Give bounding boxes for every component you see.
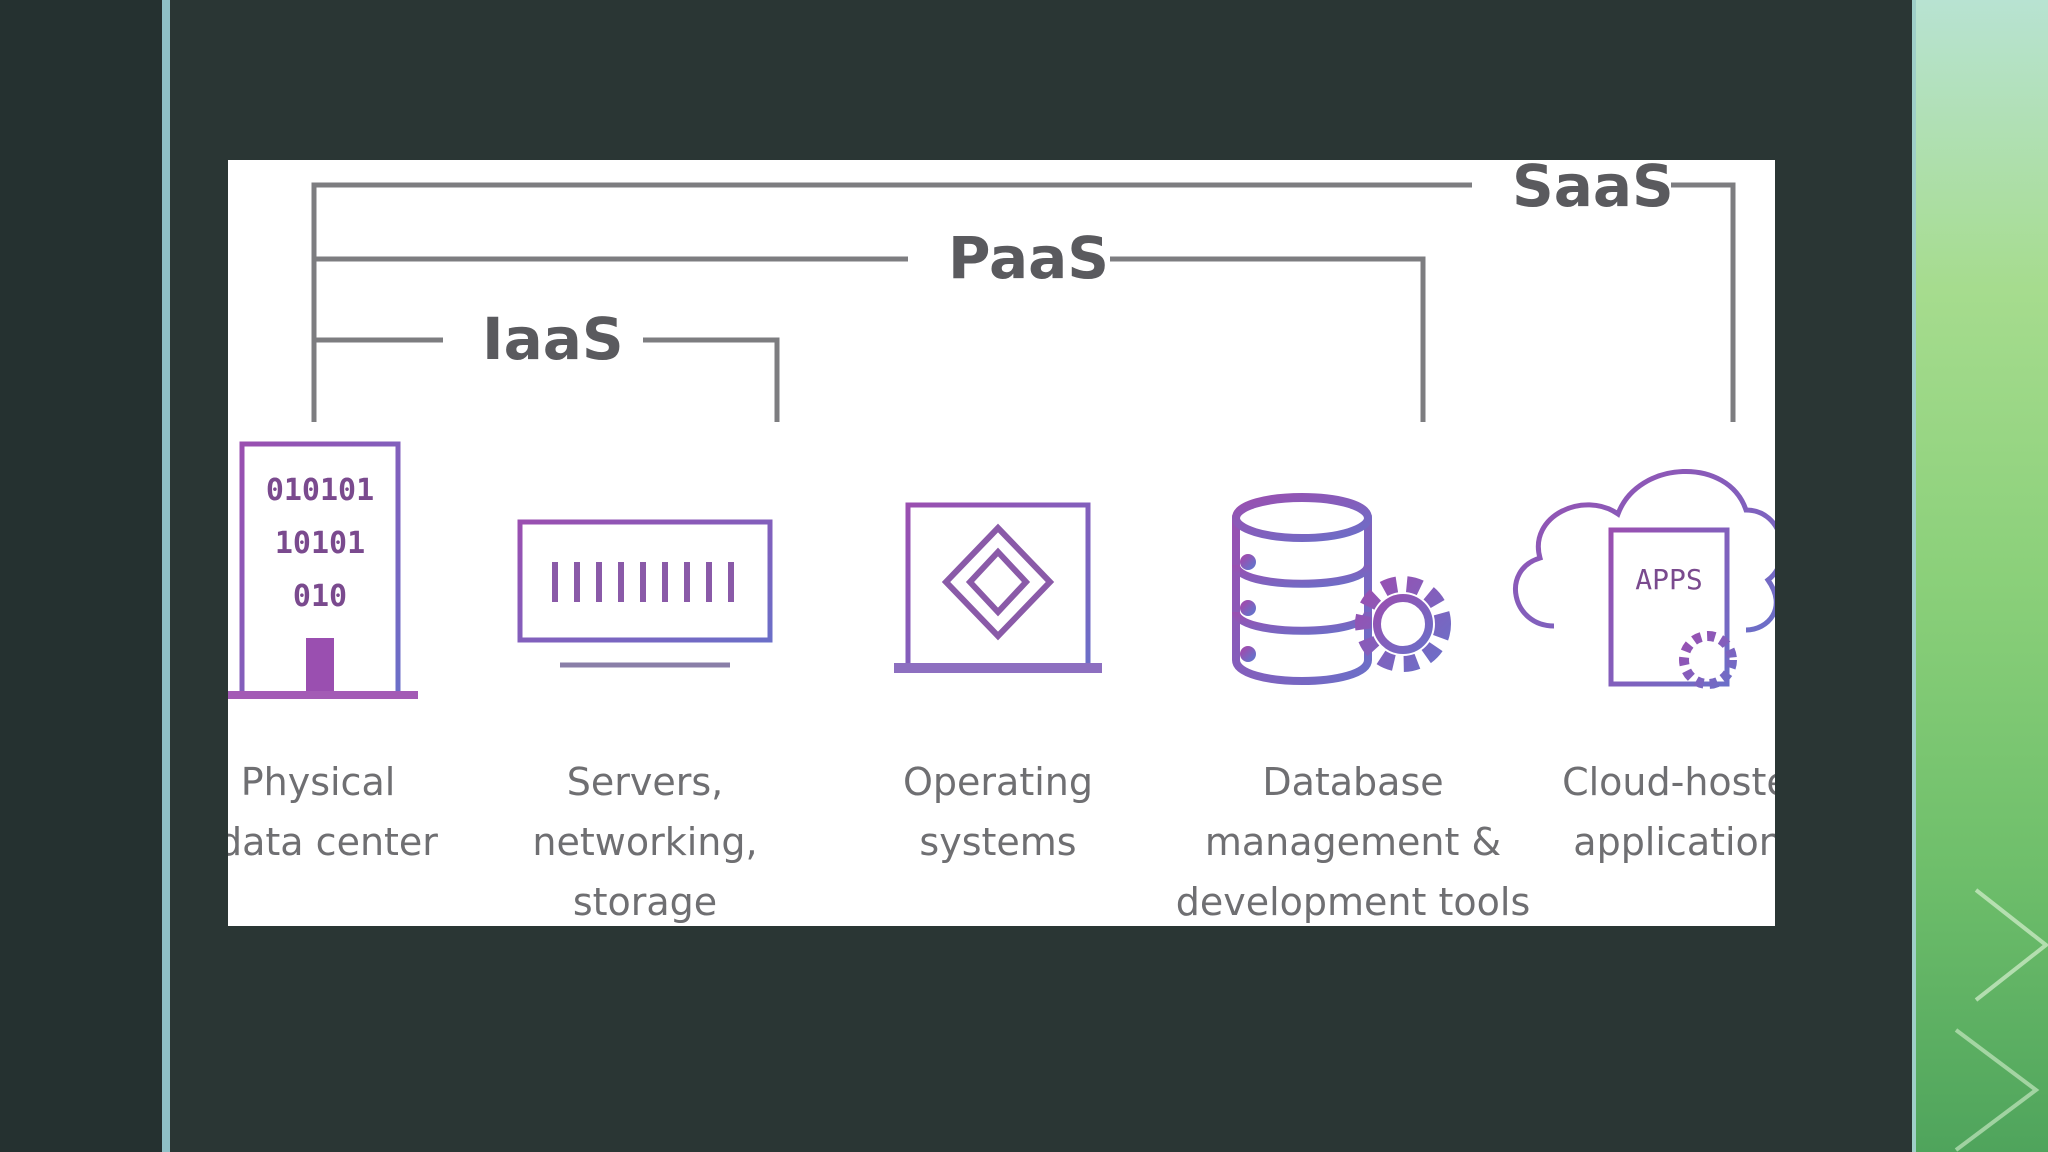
cloud-service-models-diagram: SaaS PaaS IaaS 010101 10101 010 APPS Phy… [228, 160, 1775, 926]
building-binary-icon [228, 441, 418, 699]
binary-text-line-3: 010 [292, 579, 348, 614]
caption-apps-line-2: applications [1573, 820, 1775, 864]
caption-os-line-1: Operating [903, 760, 1093, 804]
caption-apps-line-1: Cloud-hosted [1562, 760, 1775, 804]
paas-bracket-right [1110, 256, 1426, 422]
caption-physical-line-2: data center [228, 820, 438, 864]
diagram-graphics [228, 182, 1775, 699]
binary-text-line-1: 010101 [265, 473, 375, 508]
caption-servers-line-1: Servers, [566, 760, 724, 804]
apps-label: APPS [1635, 563, 1703, 596]
binary-text-line-2: 10101 [274, 526, 366, 561]
laptop-diamond-icon [894, 502, 1102, 673]
saas-bracket-right [1671, 182, 1736, 422]
saas-bracket-left [311, 182, 1472, 422]
caption-os-line-2: systems [919, 820, 1077, 864]
left-margin-panel [0, 0, 162, 1152]
database-gear-icon [1232, 493, 1451, 685]
caption-database-line-2: management & [1204, 820, 1502, 864]
caption-database-line-1: Database [1262, 760, 1444, 804]
caption-servers-line-3: storage [572, 880, 718, 924]
caption-physical-line-1: Physical [240, 760, 396, 804]
server-rack-icon [517, 519, 773, 668]
iaas-label: IaaS [482, 305, 624, 373]
left-accent-rule [162, 0, 170, 1152]
caption-servers-line-2: networking, [532, 820, 758, 864]
caption-database-line-3: development tools [1175, 880, 1531, 924]
saas-label: SaaS [1512, 160, 1674, 220]
iaas-bracket-right [643, 337, 780, 422]
paas-label: PaaS [948, 224, 1110, 292]
right-accent-rule [1912, 0, 1916, 1152]
right-decorative-panel [1916, 0, 2048, 1152]
chevron-decoration-icon [1954, 888, 2048, 1152]
cloud-apps-icon [1513, 468, 1775, 689]
